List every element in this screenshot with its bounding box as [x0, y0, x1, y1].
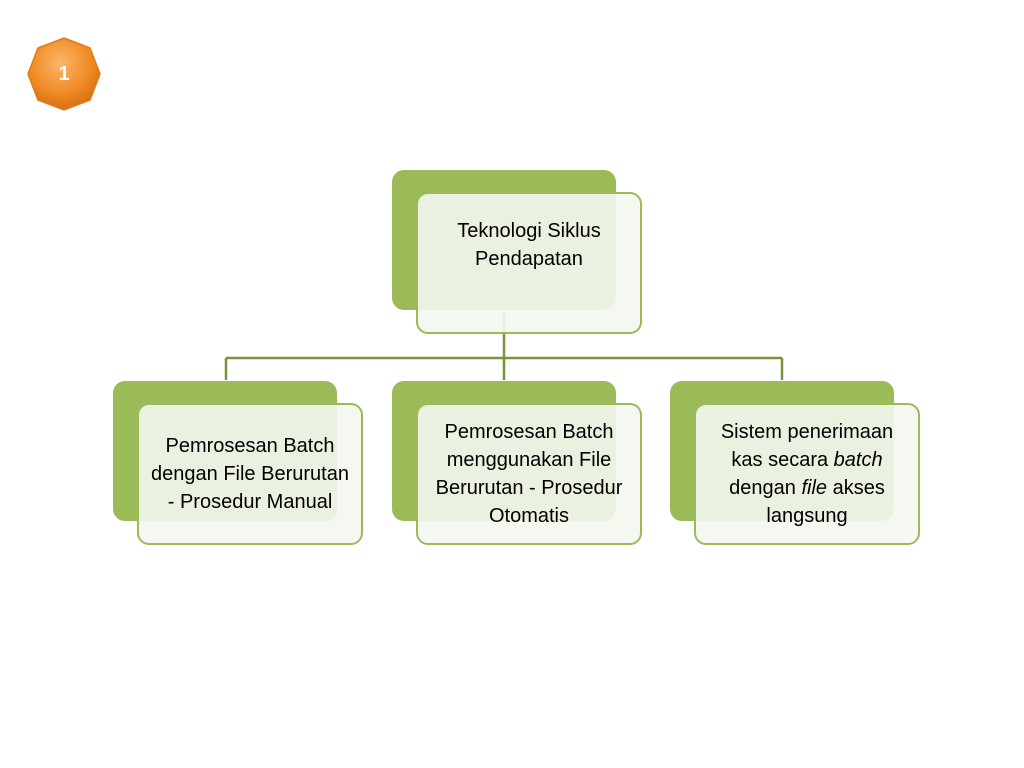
- child-node-3-text-e: akses langsung: [766, 477, 885, 527]
- child-node-1-box: Pemrosesan Batch dengan File Berurutan -…: [137, 403, 363, 545]
- root-node-label: Teknologi Siklus Pendapatan: [457, 220, 601, 270]
- child-node-3-label: Sistem penerimaan kas secara batch denga…: [704, 418, 910, 530]
- slide-number: 1: [58, 62, 70, 85]
- child-node-2-box: Pemrosesan Batch menggunakan File Beruru…: [416, 403, 642, 545]
- child-node-3-text-c: dengan: [729, 477, 802, 499]
- child-node-3-text-d: file: [801, 477, 828, 499]
- child-node-1-label: Pemrosesan Batch dengan File Berurutan -…: [151, 435, 349, 513]
- child-node-3-text-a: Sistem penerimaan kas secara: [720, 421, 894, 471]
- child-node-3-box: Sistem penerimaan kas secara batch denga…: [694, 403, 920, 545]
- slide-number-badge: 1: [26, 36, 102, 112]
- child-node-3-text-b: batch: [833, 449, 883, 471]
- octagon-badge-icon: [27, 37, 101, 111]
- root-node-box: Teknologi Siklus Pendapatan: [416, 192, 642, 334]
- child-node-2-label: Pemrosesan Batch menggunakan File Beruru…: [435, 421, 623, 527]
